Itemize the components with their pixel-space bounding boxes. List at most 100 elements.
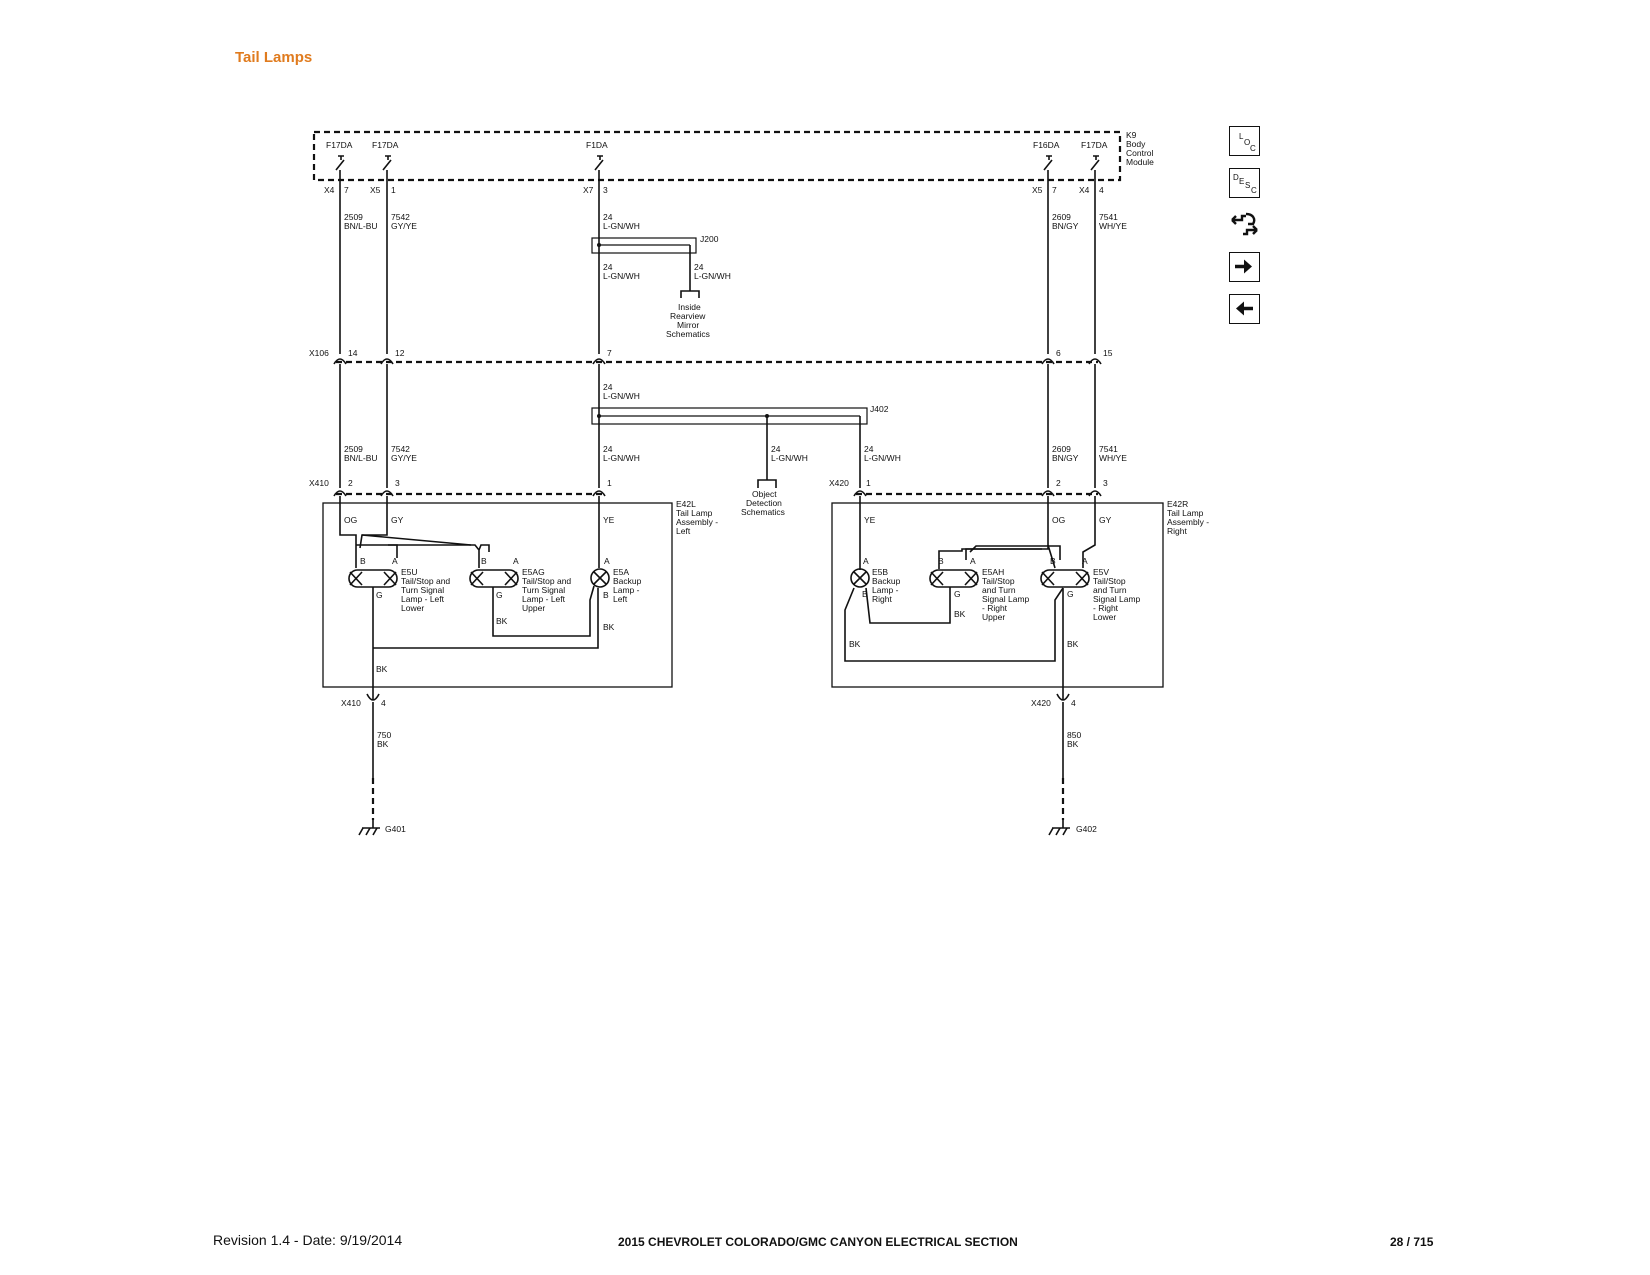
label-e5ag3: Turn Signal — [522, 585, 565, 595]
e5u-lamp — [348, 569, 398, 588]
e42r-tail-lamp-assembly-right-box — [831, 502, 1164, 688]
label-e5ah-g: G — [954, 589, 961, 599]
label-bk-r3: BK — [1067, 639, 1079, 649]
label-f-e: F17DA — [1081, 140, 1108, 150]
label-e5ah3: and Turn — [982, 585, 1016, 595]
label-e5b3: Lamp - — [872, 585, 899, 595]
label-g2c: BK — [1067, 739, 1079, 749]
label-gy-l: GY — [391, 515, 404, 525]
label-k9-2: Body — [1126, 139, 1146, 149]
label-x5a: X5 — [370, 185, 381, 195]
label-e5v-b: B — [1050, 556, 1056, 566]
label-e5ah-a: A — [970, 556, 976, 566]
label-f-a: F17DA — [326, 140, 353, 150]
label-e5ag5: Upper — [522, 603, 545, 613]
label-c4c: BN/GY — [1052, 221, 1079, 231]
module-output-switches — [335, 155, 1100, 171]
left-ground-return-wiring — [372, 585, 599, 700]
label-j200: J200 — [700, 234, 719, 244]
label-x410b: X410 — [341, 698, 361, 708]
footer-revision: Revision 1.4 - Date: 9/19/2014 — [213, 1232, 403, 1248]
label-e5a-a: A — [604, 556, 610, 566]
label-bk-l2: BK — [496, 616, 508, 626]
label-od2: Detection — [746, 498, 782, 508]
label-x420b: X420 — [1031, 698, 1051, 708]
label-irm3: Mirror — [677, 320, 699, 330]
label-x420p1: 1 — [866, 478, 871, 488]
label-e42r1: E42R — [1167, 499, 1188, 509]
label-k9-3: Control — [1126, 148, 1154, 158]
label-e5u2: Tail/Stop and — [401, 576, 450, 586]
label-e5a2: Backup — [613, 576, 642, 586]
label-x410p3: 3 — [395, 478, 400, 488]
label-d7n: 7541 — [1099, 444, 1118, 454]
location-icon[interactable]: L O C — [1229, 126, 1260, 156]
label-x106p14: 14 — [348, 348, 358, 358]
label-g1c: BK — [377, 739, 389, 749]
label-x106p6: 6 — [1056, 348, 1061, 358]
e5v-lamp — [1040, 569, 1090, 588]
connector-icon[interactable] — [1229, 210, 1260, 240]
label-e5u5: Lower — [401, 603, 424, 613]
label-x106p7: 7 — [607, 348, 612, 358]
label-og-r: OG — [1052, 515, 1065, 525]
label-d1n: 2509 — [344, 444, 363, 454]
label-f-b: F17DA — [372, 140, 399, 150]
label-x4a: X4 — [324, 185, 335, 195]
label-bk-l3: BK — [603, 622, 615, 632]
label-d1c: BN/L-BU — [344, 453, 378, 463]
label-e5ag4: Lamp - Left — [522, 594, 566, 604]
label-e5v4: Signal Lamp — [1093, 594, 1141, 604]
label-bk-r2: BK — [954, 609, 966, 619]
x410-pins — [333, 490, 606, 497]
j402-splice — [591, 407, 868, 488]
bottom-ground-connectors — [366, 693, 1070, 820]
label-e5ag-b: B — [481, 556, 487, 566]
label-d2c: GY/YE — [391, 453, 417, 463]
label-j200bn: 24 — [694, 262, 704, 272]
label-d3c: L-GN/WH — [603, 453, 640, 463]
label-c1n: 2509 — [344, 212, 363, 222]
label-j402: J402 — [870, 404, 889, 414]
label-e5ag-g: G — [496, 590, 503, 600]
label-f-c: F1DA — [586, 140, 608, 150]
label-e5ah6: Upper — [982, 612, 1005, 622]
label-e5v1: E5V — [1093, 567, 1109, 577]
label-d3n: 24 — [603, 444, 613, 454]
g401-ground-symbol — [358, 820, 380, 836]
label-e42l3: Assembly - — [676, 517, 718, 527]
label-x106p12: 12 — [395, 348, 405, 358]
previous-page-arrow-icon[interactable] — [1229, 294, 1260, 324]
label-x420p2: 2 — [1056, 478, 1061, 488]
label-x420: X420 — [829, 478, 849, 488]
label-g2n: 850 — [1067, 730, 1081, 740]
footer-page-number: 28 / 715 — [1390, 1235, 1434, 1249]
label-e5a-bpin: B — [603, 590, 609, 600]
next-page-arrow-icon[interactable] — [1229, 252, 1260, 282]
j200-splice — [591, 237, 700, 298]
label-bk-l1: BK — [376, 664, 388, 674]
right-ground-return-wiring — [844, 587, 1064, 700]
label-c3c: L-GN/WH — [603, 221, 640, 231]
label-k9-1: K9 — [1126, 130, 1137, 140]
label-d5c: L-GN/WH — [864, 453, 901, 463]
label-e42r4: Right — [1167, 526, 1187, 536]
label-e5u-g: G — [376, 590, 383, 600]
label-x420p3: 3 — [1103, 478, 1108, 488]
label-j200an: 24 — [603, 262, 613, 272]
page-title: Tail Lamps — [235, 49, 313, 66]
label-e5v6: Lower — [1093, 612, 1116, 622]
description-icon[interactable]: D E S C — [1229, 168, 1260, 198]
label-c2c: GY/YE — [391, 221, 417, 231]
label-e5ah5: - Right — [982, 603, 1008, 613]
label-g401: G401 — [385, 824, 406, 834]
footer-section-title: 2015 CHEVROLET COLORADO/GMC CANYON ELECT… — [618, 1235, 1018, 1249]
label-e5u3: Turn Signal — [401, 585, 444, 595]
label-x5b: X5 — [1032, 185, 1043, 195]
label-p7a: 7 — [344, 185, 349, 195]
label-c2n: 7542 — [391, 212, 410, 222]
label-g1n: 750 — [377, 730, 391, 740]
label-c4n: 2609 — [1052, 212, 1071, 222]
